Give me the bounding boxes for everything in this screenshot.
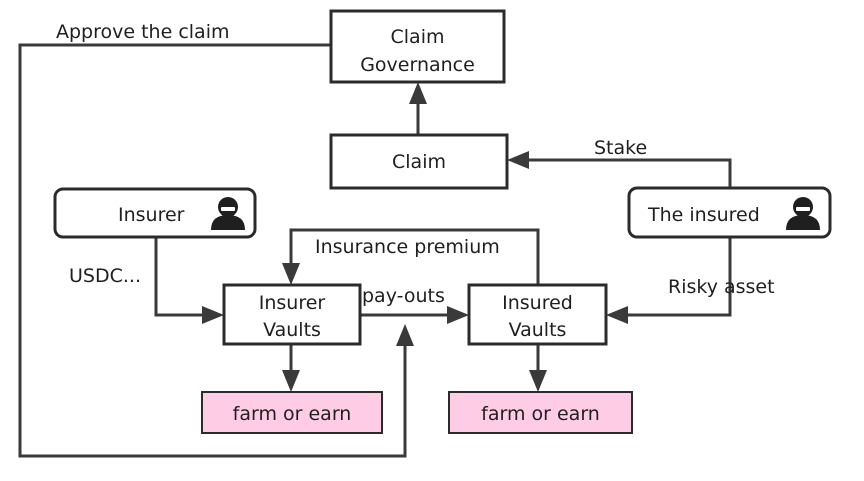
edge-approve-the-claim — [18, 43, 414, 458]
node-farm-or-earn-left: farm or earn — [201, 391, 383, 434]
node-insured-vaults-line2: Vaults — [509, 319, 567, 341]
person-avatar-icon — [786, 197, 820, 230]
edge-label-risky-asset: Risky asset — [668, 276, 775, 298]
node-insurer-label: Insurer — [118, 204, 185, 226]
edge-risky-asset — [606, 237, 732, 324]
node-insurer-vaults-line2: Vaults — [263, 319, 321, 341]
node-claim-governance-line1: Claim — [391, 26, 445, 48]
node-insured-vaults-line1: Insured — [502, 292, 573, 314]
edge-stake — [507, 151, 732, 188]
node-farm-or-earn-right: farm or earn — [448, 391, 633, 434]
edge-label-stake: Stake — [594, 137, 647, 159]
arrowhead-up — [396, 324, 414, 346]
farm-rect-left — [201, 391, 383, 434]
arrowhead-left — [606, 306, 628, 324]
arrowhead-down — [282, 263, 300, 285]
arrowhead-right — [447, 306, 469, 324]
edge-insurance-premium — [282, 228, 540, 285]
edge-usdc — [154, 237, 224, 324]
node-claim-governance-line2: Governance — [360, 54, 475, 76]
node-insurer-vaults-line1: Insurer — [259, 292, 326, 314]
edge-insurer-vaults-to-farm — [282, 344, 300, 392]
node-farm-left-label: farm or earn — [233, 403, 352, 425]
node-claim-governance: Claim Governance — [329, 9, 506, 84]
node-insurer: Insurer — [53, 187, 257, 239]
edge-label-insurance-premium: Insurance premium — [315, 236, 500, 258]
edge-label-usdc: USDC... — [69, 265, 141, 287]
node-the-insured: The insured — [627, 186, 832, 239]
arrowhead-left — [507, 151, 529, 169]
node-farm-right-label: farm or earn — [481, 403, 600, 425]
node-insurer-vaults: Insurer Vaults — [222, 283, 362, 346]
arrowhead-down — [282, 370, 300, 392]
edge-label-approve-the-claim: Approve the claim — [56, 21, 230, 43]
arrowhead-up — [409, 82, 427, 104]
edge-insured-vaults-to-farm — [529, 344, 547, 392]
farm-rect-right — [448, 391, 633, 434]
node-claim: Claim — [329, 133, 509, 190]
edge-label-pay-outs: pay-outs — [362, 285, 445, 307]
arrowhead-down — [529, 370, 547, 392]
node-the-insured-label: The insured — [647, 204, 760, 226]
edge-claim-to-governance — [409, 82, 427, 135]
arrowhead-right — [202, 306, 224, 324]
edge-pay-outs — [360, 306, 469, 324]
node-insured-vaults: Insured Vaults — [467, 283, 608, 346]
node-claim-label: Claim — [392, 151, 446, 173]
person-avatar-icon — [211, 197, 245, 230]
